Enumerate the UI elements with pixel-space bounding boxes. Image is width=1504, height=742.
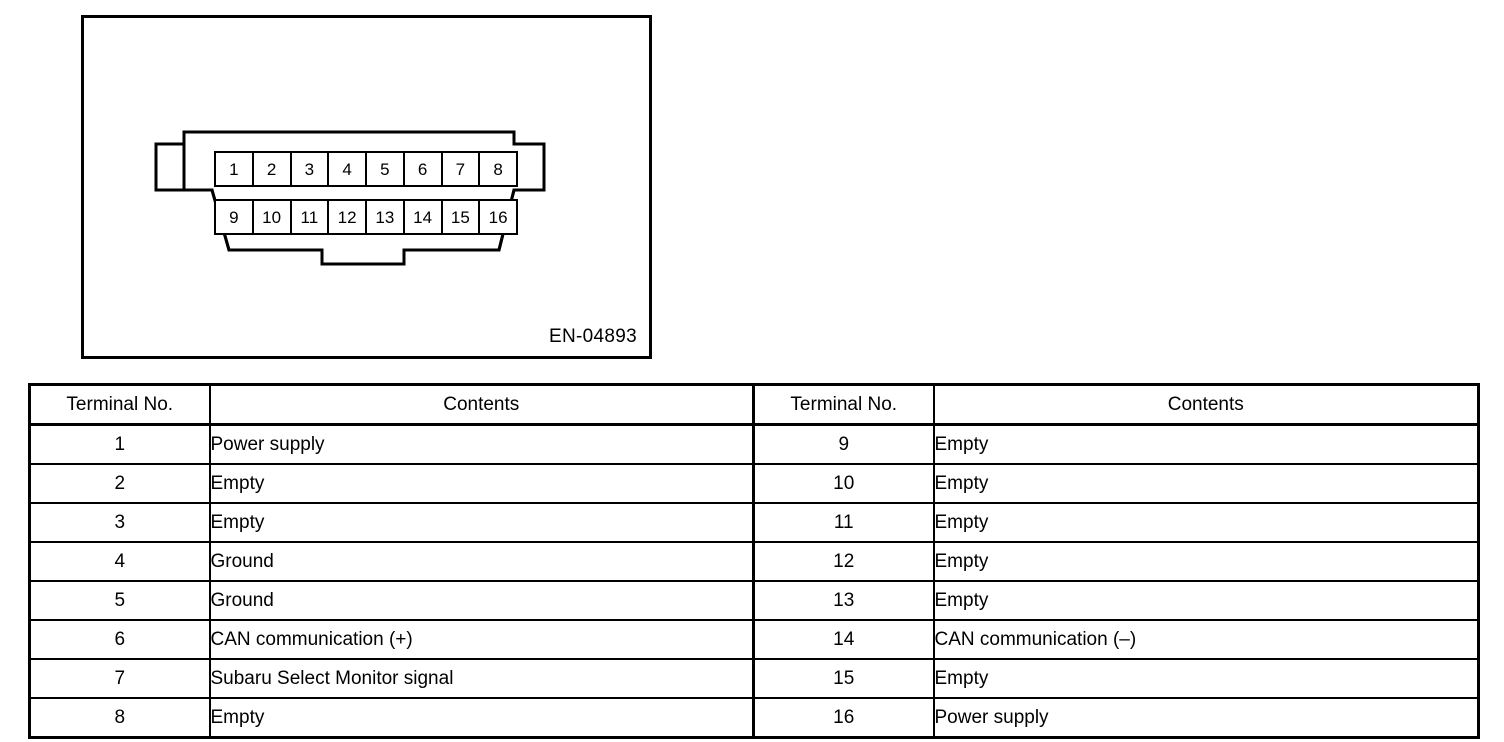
table-row: 3 Empty 11 Empty <box>28 502 1480 543</box>
pin-cell-11: 11 <box>291 201 330 233</box>
table-row: 2 Empty 10 Empty <box>28 463 1480 504</box>
pin-cell-5: 5 <box>367 153 405 185</box>
pin-cell-3: 3 <box>291 153 330 185</box>
terminal-pinout-table: Terminal No. Contents Terminal No. Conte… <box>28 383 1480 739</box>
terminal-no-cell: 10 <box>752 463 935 504</box>
header-contents-right: Contents <box>932 383 1480 426</box>
contents-cell: Empty <box>208 502 755 543</box>
table-row: 5 Ground 13 Empty <box>28 580 1480 621</box>
contents-cell: CAN communication (+) <box>208 619 755 660</box>
terminal-no-cell: 9 <box>752 423 935 465</box>
terminal-no-cell: 12 <box>752 541 935 582</box>
contents-cell: Empty <box>932 658 1480 699</box>
terminal-no-cell: 11 <box>752 502 935 543</box>
pin-row-top: 1 2 3 4 5 6 7 8 <box>214 151 518 187</box>
diagram-code-label: EN-04893 <box>549 326 637 347</box>
table-row: 7 Subaru Select Monitor signal 15 Empty <box>28 658 1480 699</box>
pin-row-bottom: 9 10 11 12 13 14 15 16 <box>214 199 518 235</box>
contents-cell: Empty <box>208 697 755 739</box>
contents-cell: Ground <box>208 580 755 621</box>
pin-cell-8: 8 <box>480 153 516 185</box>
table-row: 6 CAN communication (+) 14 CAN communica… <box>28 619 1480 660</box>
pin-cell-2: 2 <box>253 153 292 185</box>
header-contents-left: Contents <box>208 383 755 426</box>
pin-cell-12: 12 <box>329 201 367 233</box>
terminal-no-cell: 8 <box>28 697 211 739</box>
pin-cell-1: 1 <box>216 153 254 185</box>
terminal-no-cell: 16 <box>752 697 935 739</box>
pin-cell-9: 9 <box>216 201 254 233</box>
pin-cell-6: 6 <box>404 153 443 185</box>
pin-cell-4: 4 <box>329 153 367 185</box>
contents-cell: CAN communication (–) <box>932 619 1480 660</box>
contents-cell: Power supply <box>208 423 755 465</box>
terminal-no-cell: 15 <box>752 658 935 699</box>
pin-cell-16: 16 <box>480 201 516 233</box>
contents-cell: Empty <box>932 502 1480 543</box>
table-row: 8 Empty 16 Power supply <box>28 697 1480 739</box>
contents-cell: Ground <box>208 541 755 582</box>
contents-cell: Empty <box>208 463 755 504</box>
terminal-no-cell: 2 <box>28 463 211 504</box>
table-header-row: Terminal No. Contents Terminal No. Conte… <box>28 383 1480 426</box>
header-terminal-no-right: Terminal No. <box>752 383 935 426</box>
terminal-no-cell: 13 <box>752 580 935 621</box>
terminal-no-cell: 4 <box>28 541 211 582</box>
contents-cell: Power supply <box>932 697 1480 739</box>
pin-grid: 1 2 3 4 5 6 7 8 9 10 11 12 13 14 15 16 <box>214 151 518 235</box>
pin-cell-7: 7 <box>442 153 481 185</box>
table-row: 4 Ground 12 Empty <box>28 541 1480 582</box>
contents-cell: Empty <box>932 580 1480 621</box>
pin-cell-15: 15 <box>442 201 481 233</box>
terminal-no-cell: 5 <box>28 580 211 621</box>
pin-cell-10: 10 <box>253 201 292 233</box>
header-terminal-no-left: Terminal No. <box>28 383 211 426</box>
connector-diagram-panel: 1 2 3 4 5 6 7 8 9 10 11 12 13 14 15 16 E… <box>81 15 652 359</box>
pin-cell-14: 14 <box>404 201 443 233</box>
terminal-no-cell: 1 <box>28 423 211 465</box>
connector-outline-stroke <box>154 130 546 266</box>
table-row: 1 Power supply 9 Empty <box>28 423 1480 465</box>
terminal-no-cell: 6 <box>28 619 211 660</box>
terminal-no-cell: 7 <box>28 658 211 699</box>
contents-cell: Empty <box>932 541 1480 582</box>
pin-cell-13: 13 <box>367 201 405 233</box>
contents-cell: Subaru Select Monitor signal <box>208 658 755 699</box>
terminal-no-cell: 14 <box>752 619 935 660</box>
contents-cell: Empty <box>932 423 1480 465</box>
contents-cell: Empty <box>932 463 1480 504</box>
terminal-no-cell: 3 <box>28 502 211 543</box>
